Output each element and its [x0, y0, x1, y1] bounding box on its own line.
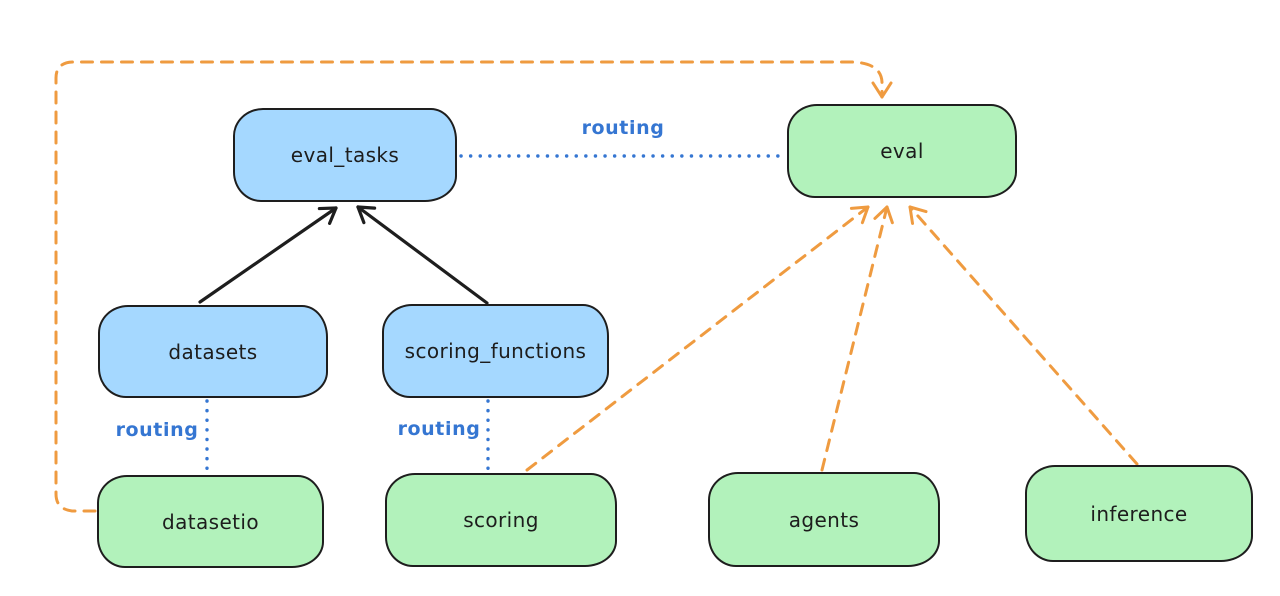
- edge-datasets-to-eval_tasks: [198, 206, 338, 304]
- node-scoring_functions: scoring_functions: [382, 304, 609, 398]
- node-inference-label: inference: [1090, 501, 1188, 526]
- node-scoring: scoring: [385, 473, 617, 567]
- node-datasets: datasets: [98, 305, 328, 398]
- node-inference: inference: [1025, 465, 1253, 562]
- node-datasetio-label: datasetio: [161, 509, 259, 534]
- edge-datasetio-to-eval: [54, 60, 893, 513]
- node-datasetio: datasetio: [97, 475, 324, 568]
- edge-inference-to-eval: [908, 205, 1139, 466]
- edge-scoring_functions-to-eval_tasks: [356, 205, 489, 305]
- edge-scoring-to-eval: [525, 205, 870, 472]
- node-eval-label: eval: [880, 139, 924, 163]
- node-eval: eval: [787, 104, 1017, 198]
- node-eval_tasks-label: eval_tasks: [290, 143, 400, 167]
- node-eval_tasks: eval_tasks: [233, 108, 457, 202]
- node-scoring-label: scoring: [463, 508, 539, 532]
- routing-label-datasets-datasetio: routing: [115, 419, 199, 441]
- node-agents: agents: [708, 472, 940, 567]
- edge-agents-to-eval: [820, 205, 894, 472]
- node-scoring_functions-label: scoring_functions: [404, 339, 587, 363]
- routing-label-eval_tasks-eval: routing: [581, 117, 665, 139]
- node-datasets-label: datasets: [168, 339, 258, 364]
- routing-label-scoring_functions-scoring: routing: [397, 418, 481, 440]
- node-agents-label: agents: [788, 507, 860, 532]
